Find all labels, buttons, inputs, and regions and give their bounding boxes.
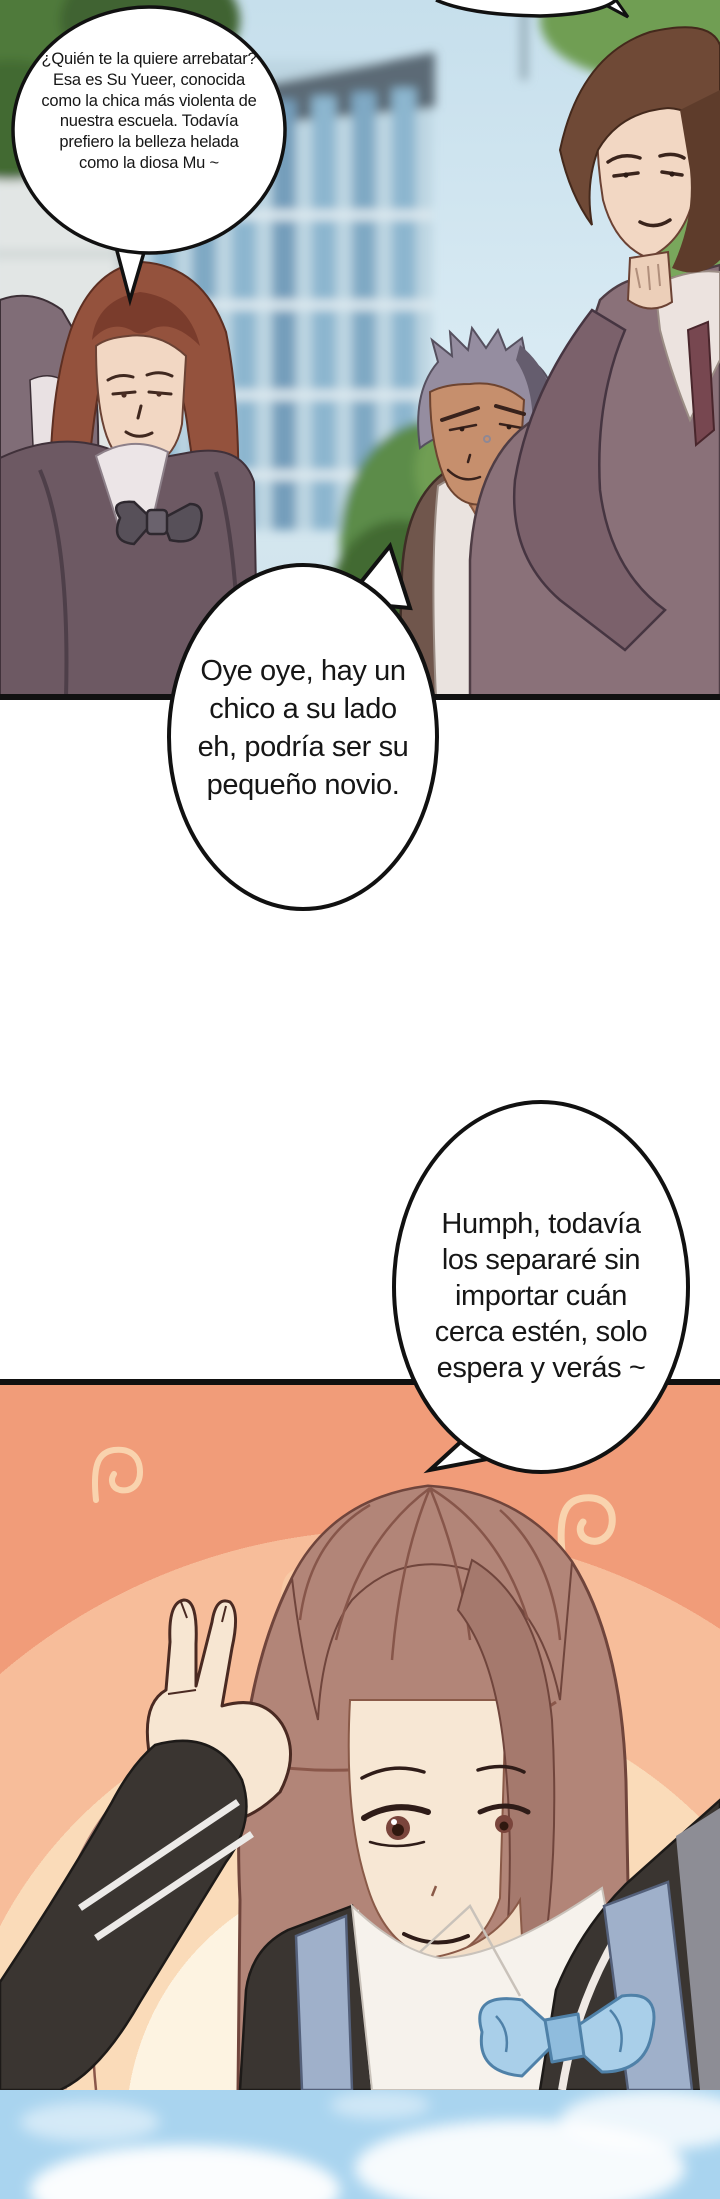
- bubble-2-line: pequeño novio.: [206, 769, 400, 801]
- bubble-2-line: eh, podría ser su: [197, 731, 409, 763]
- bubble-3-line: cerca estén, solo: [434, 1316, 648, 1348]
- bubble-3-text: Humph, todavía los separaré sin importar…: [391, 1206, 691, 1386]
- bubble-2-line: Oye oye, hay un: [200, 655, 406, 687]
- character-rose-hair: [0, 1484, 720, 2090]
- bubble-fragment-top-right: [435, 0, 630, 19]
- bubble-2-text: Oye oye, hay un chico a su lado eh, podr…: [163, 652, 443, 804]
- panel-3-scene: [0, 1379, 720, 2090]
- speech-bubble-3: [392, 1100, 690, 1474]
- bubble-3-line: los separaré sin: [441, 1244, 641, 1276]
- bubble-3-line: espera y verás ~: [436, 1352, 646, 1384]
- bubble-1-line: nuestra escuela. Todavía: [59, 112, 239, 131]
- character-tall-brown: [468, 26, 720, 700]
- bubble-1-text: ¿Quién te la quiere arrebatar? Esa es Su…: [18, 49, 280, 174]
- panel-3-border: [0, 1379, 720, 1385]
- bubble-1-line: prefiero la belleza helada: [59, 133, 239, 152]
- bubble-3-line: Humph, todavía: [441, 1208, 641, 1240]
- bubble-1-line: Esa es Su Yueer, conocida: [53, 70, 245, 89]
- bubble-1-line: como la diosa Mu ~: [79, 153, 219, 172]
- speech-bubble-2: [167, 541, 439, 911]
- bubble-2-line: chico a su lado: [209, 693, 397, 725]
- bubble-3-line: importar cuán: [454, 1280, 628, 1312]
- bubble-1-line: ¿Quién te la quiere arrebatar?: [41, 50, 257, 68]
- panel-4-sky: [0, 2090, 720, 2199]
- bow-tie: [115, 500, 203, 546]
- bow-tie-blue: [478, 1993, 656, 2078]
- bubble-1-line: como la chica más violenta de: [41, 91, 257, 110]
- speech-bubble-1: [11, 5, 287, 307]
